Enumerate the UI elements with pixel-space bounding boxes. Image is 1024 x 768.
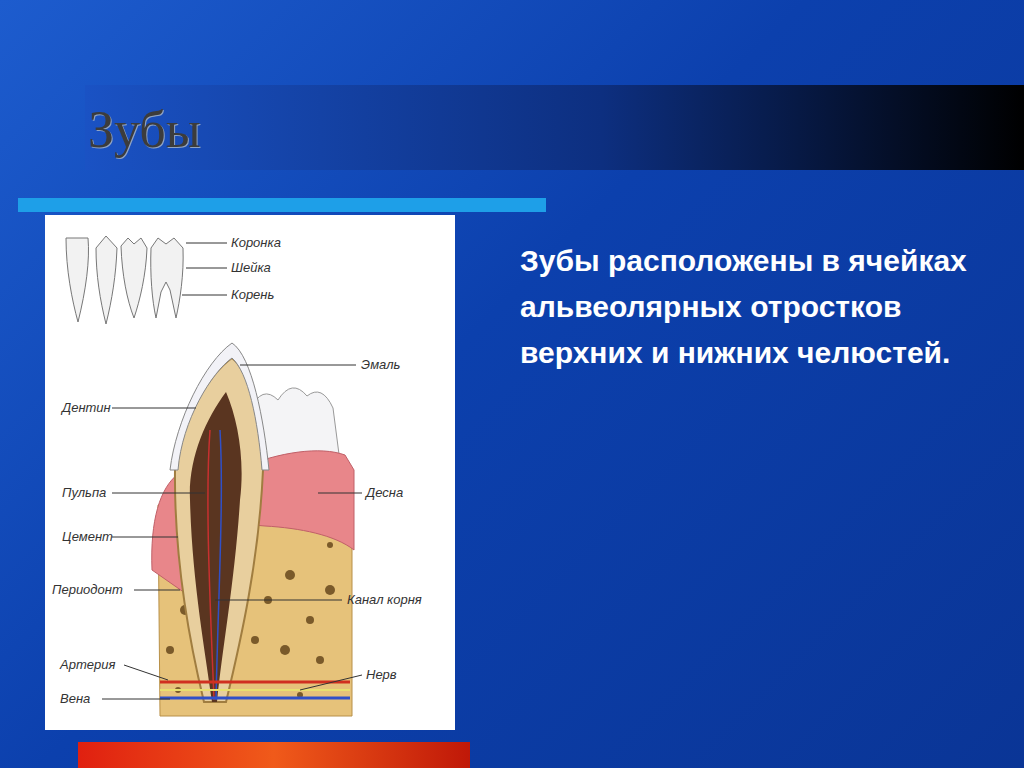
leader-line (112, 408, 196, 409)
artery (160, 681, 350, 684)
leader-line (112, 493, 205, 494)
part-label: Цемент (62, 529, 113, 545)
leader-lines (182, 243, 227, 295)
title-band (85, 85, 1024, 170)
leader-line (300, 675, 362, 690)
premolar (121, 238, 147, 318)
leader-line (182, 295, 227, 296)
part-label: Шейка (231, 260, 271, 276)
part-label: Артерия (60, 657, 115, 673)
leader-line (112, 537, 178, 538)
part-label: Канал корня (347, 592, 422, 608)
pulp-artery (208, 430, 214, 700)
part-label: Десна (366, 485, 403, 501)
leader-line (240, 365, 356, 366)
accent-bar (18, 198, 546, 212)
nerve (160, 689, 350, 691)
part-label: Эмаль (361, 357, 400, 373)
slide-title: Зубы (88, 100, 201, 159)
part-label: Вена (60, 691, 90, 707)
leader-line (215, 600, 342, 601)
leader-line (186, 268, 227, 269)
accent-bar (78, 742, 470, 768)
pulp (190, 392, 242, 702)
vein (160, 697, 350, 700)
leader-line (318, 493, 362, 494)
leader-line (134, 590, 180, 591)
part-label: Дентин (62, 400, 111, 416)
incisor (66, 238, 89, 322)
part-label: Корень (231, 287, 274, 303)
part-label: Пульпа (62, 485, 106, 501)
leader-line (124, 665, 168, 680)
leader-lines (102, 365, 362, 699)
leader-line (186, 243, 227, 244)
figure-panel (45, 215, 455, 730)
part-label: Периодонт (52, 582, 123, 598)
canine (96, 236, 117, 324)
part-label: Коронка (231, 235, 281, 251)
teeth-row (66, 236, 183, 324)
molar (151, 238, 183, 318)
part-label: Нерв (366, 667, 397, 683)
body-text: Зубы расположены в ячейках альвеолярных … (520, 238, 970, 376)
leader-line (102, 699, 170, 700)
pulp-vein (216, 430, 221, 700)
